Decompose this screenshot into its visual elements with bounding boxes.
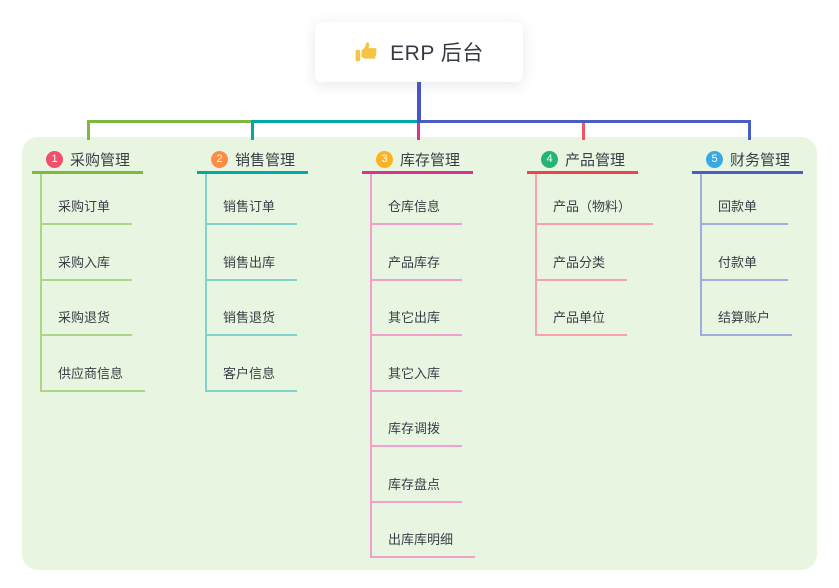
branch-children: 采购订单 采购入库 采购退货 供应商信息 [40, 174, 146, 392]
branch-header-purchase[interactable]: 1 采购管理 [32, 147, 143, 174]
child-node[interactable]: 产品库存 [372, 225, 463, 281]
child-node[interactable]: 销售订单 [207, 174, 298, 225]
child-node[interactable]: 产品单位 [537, 281, 628, 336]
child-node[interactable]: 仓库信息 [372, 174, 463, 225]
branch-product: 4 产品管理 产品（物料） 产品分类 产品单位 [527, 147, 654, 336]
thumbs-up-icon [354, 39, 380, 65]
child-node[interactable]: 采购订单 [42, 174, 133, 225]
branch-label: 财务管理 [730, 151, 791, 169]
branch-sales: 2 销售管理 销售订单 销售出库 销售退货 客户信息 [197, 147, 308, 392]
branch-label: 库存管理 [400, 151, 461, 169]
child-label: 产品单位 [553, 310, 606, 325]
child-label: 销售出库 [223, 254, 276, 270]
branch-header-product[interactable]: 4 产品管理 [527, 147, 638, 174]
child-label: 回款单 [718, 199, 758, 214]
child-node[interactable]: 付款单 [702, 225, 788, 281]
child-label: 客户信息 [223, 365, 276, 381]
child-node[interactable]: 销售出库 [207, 225, 298, 281]
child-label: 出库库明细 [388, 532, 454, 547]
child-node[interactable]: 客户信息 [207, 336, 298, 392]
connector-branch-3-drop [417, 120, 420, 140]
child-node[interactable]: 采购退货 [42, 281, 133, 336]
child-label: 采购退货 [58, 310, 111, 325]
child-node[interactable]: 出库库明细 [372, 503, 476, 558]
child-label: 其它出库 [388, 310, 441, 325]
child-label: 库存盘点 [388, 476, 441, 492]
connector-branch-1-drop [87, 120, 90, 140]
child-node[interactable]: 产品（物料） [537, 174, 654, 225]
child-node[interactable]: 结算账户 [702, 281, 793, 336]
branch-number-badge: 5 [706, 150, 723, 168]
branch-number-badge: 4 [541, 150, 558, 168]
connector-branch-2-horizontal [251, 120, 419, 123]
child-label: 产品（物料） [553, 199, 632, 214]
child-node[interactable]: 库存盘点 [372, 447, 463, 503]
child-node[interactable]: 采购入库 [42, 225, 133, 281]
child-node[interactable]: 其它出库 [372, 281, 463, 336]
branch-label: 产品管理 [565, 151, 626, 169]
child-node[interactable]: 销售退货 [207, 281, 298, 336]
branch-group-panel [22, 137, 817, 570]
child-label: 采购订单 [58, 199, 111, 214]
child-label: 产品库存 [388, 254, 441, 270]
branch-children: 仓库信息 产品库存 其它出库 其它入库 库存调拨 库存盘点 出库库明细 [370, 174, 476, 558]
child-label: 结算账户 [718, 310, 771, 325]
branch-finance: 5 财务管理 回款单 付款单 结算账户 [692, 147, 803, 336]
child-label: 供应商信息 [58, 365, 124, 381]
branch-inventory: 3 库存管理 仓库信息 产品库存 其它出库 其它入库 库存调拨 库存盘点 出库库… [362, 147, 476, 558]
child-label: 付款单 [718, 254, 758, 270]
connector-branch-4-drop [582, 120, 585, 140]
connector-branch-2-drop [251, 120, 254, 140]
child-label: 产品分类 [553, 254, 606, 270]
connector-branch-5-horizontal [417, 120, 751, 123]
connector-root-trunk [417, 80, 421, 123]
branch-purchase: 1 采购管理 采购订单 采购入库 采购退货 供应商信息 [32, 147, 146, 392]
child-node[interactable]: 库存调拨 [372, 392, 463, 447]
child-node[interactable]: 回款单 [702, 174, 788, 225]
child-label: 销售退货 [223, 310, 276, 325]
child-node[interactable]: 其它入库 [372, 336, 463, 392]
branch-header-inventory[interactable]: 3 库存管理 [362, 147, 473, 174]
child-label: 其它入库 [388, 365, 441, 381]
child-node[interactable]: 产品分类 [537, 225, 628, 281]
branch-label: 采购管理 [70, 151, 131, 169]
root-title: ERP 后台 [390, 42, 484, 65]
branch-header-sales[interactable]: 2 销售管理 [197, 147, 308, 174]
branch-header-finance[interactable]: 5 财务管理 [692, 147, 803, 174]
branch-number-badge: 1 [46, 150, 63, 168]
branch-children: 销售订单 销售出库 销售退货 客户信息 [205, 174, 308, 392]
branch-number-badge: 3 [376, 150, 393, 168]
connector-branch-5-drop [748, 120, 751, 140]
child-node[interactable]: 供应商信息 [42, 336, 146, 392]
child-label: 库存调拨 [388, 421, 441, 436]
child-label: 仓库信息 [388, 199, 441, 214]
branch-children: 回款单 付款单 结算账户 [700, 174, 803, 336]
branch-label: 销售管理 [235, 151, 296, 169]
connector-branch-1-horizontal [87, 120, 253, 123]
root-node[interactable]: ERP 后台 [315, 22, 523, 82]
branch-number-badge: 2 [211, 150, 228, 168]
branch-children: 产品（物料） 产品分类 产品单位 [535, 174, 654, 336]
child-label: 采购入库 [58, 254, 111, 270]
child-label: 销售订单 [223, 199, 276, 214]
